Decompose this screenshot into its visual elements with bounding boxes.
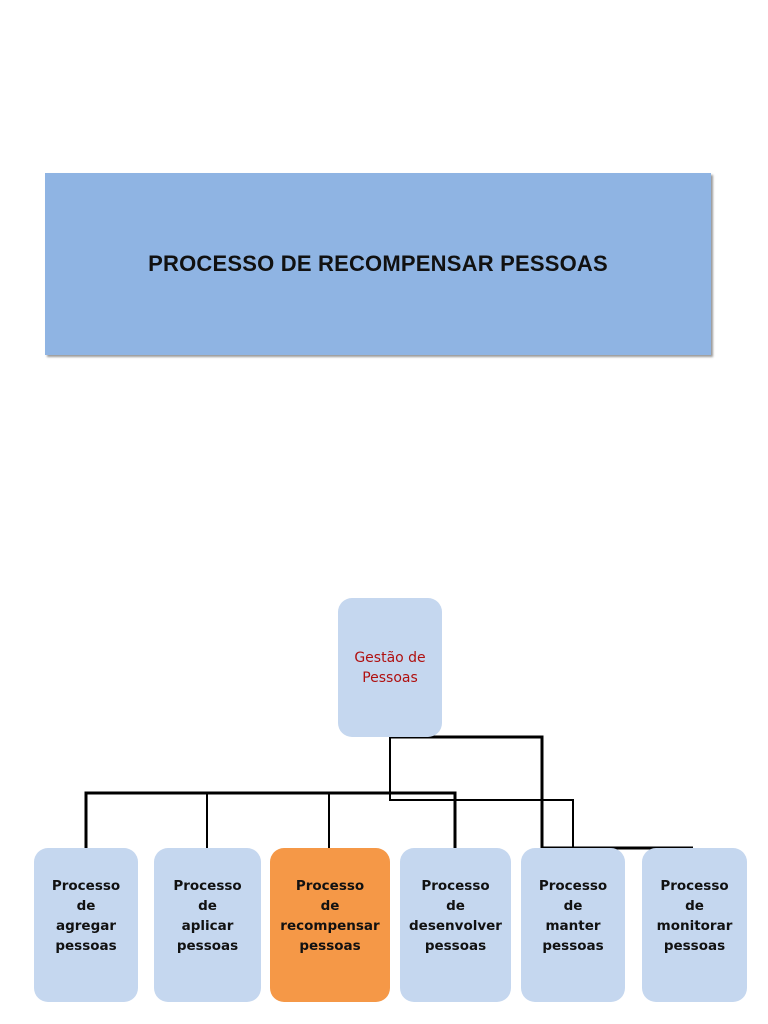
node-label: Processo de recompensar pessoas [280, 878, 380, 954]
node-label: Processo de agregar pessoas [51, 878, 121, 954]
connector-monitorar [390, 735, 693, 850]
node-processo-monitorar[interactable]: Processo de monitorar pessoas [642, 848, 747, 1002]
node-label: Processo de manter pessoas [538, 878, 608, 954]
node-processo-desenvolver[interactable]: Processo de desenvolver pessoas [400, 848, 511, 1002]
node-processo-agregar[interactable]: Processo de agregar pessoas [34, 848, 138, 1002]
page-title: PROCESSO DE RECOMPENSAR PESSOAS [148, 251, 608, 276]
title-banner: PROCESSO DE RECOMPENSAR PESSOAS [45, 173, 711, 355]
node-processo-aplicar[interactable]: Processo de aplicar pessoas [154, 848, 261, 1002]
node-processo-manter[interactable]: Processo de manter pessoas [521, 848, 625, 1002]
node-label: Processo de desenvolver pessoas [409, 878, 502, 954]
node-gestao-de-pessoas[interactable]: Gestão de Pessoas [338, 598, 442, 737]
node-label: Processo de monitorar pessoas [656, 878, 733, 954]
node-label: Gestão de Pessoas [354, 649, 426, 686]
connector-main-bus [84, 791, 457, 848]
node-label: Processo de aplicar pessoas [173, 878, 242, 954]
node-processo-recompensar[interactable]: Processo de recompensar pessoas [270, 848, 390, 1002]
connector-manter-loop [389, 737, 574, 848]
